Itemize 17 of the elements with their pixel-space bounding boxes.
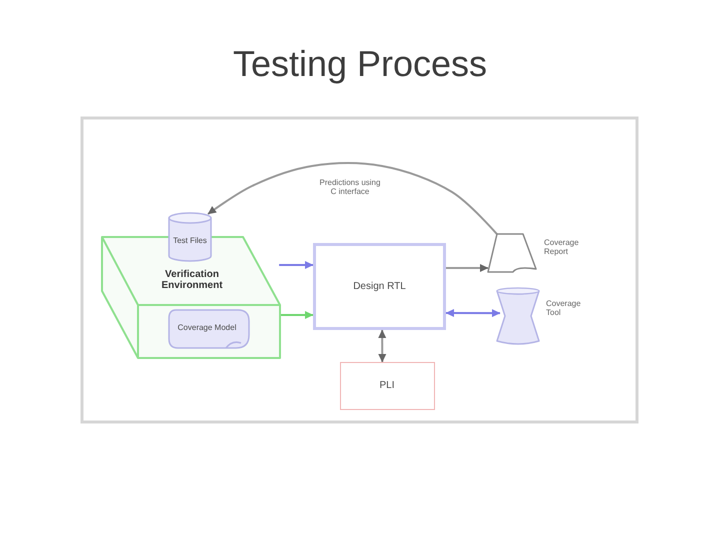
node-label: Design RTL [353,280,406,292]
arrow [446,309,500,318]
arrow [378,330,386,362]
process-box [313,243,446,330]
arrow [446,264,488,272]
node-label: PLI [379,380,394,392]
edge-label: Predictions using C interface [318,178,382,196]
interface-box [340,362,435,410]
arrow [279,261,314,269]
arrow [207,162,498,235]
arrow [280,311,314,320]
node-label: Test Files [173,236,207,246]
node-caption: Coverage Report [544,238,579,256]
slide-title: Testing Process [232,44,488,84]
node-label: Verification Environment [160,268,224,292]
node-caption: Coverage Tool [546,299,581,318]
node-label: Coverage Model [178,323,236,333]
